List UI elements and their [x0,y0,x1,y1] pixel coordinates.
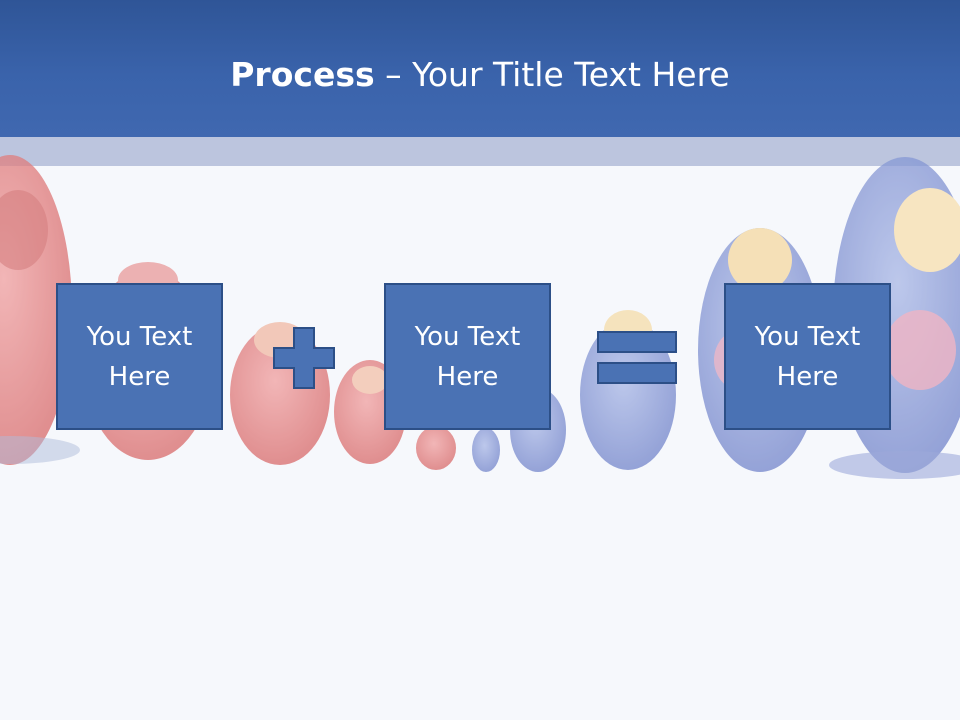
text-box-3-line2: Here [776,361,839,392]
title-bold: Process [230,55,375,94]
text-box-3-line1: You Text [754,321,861,352]
plus-icon [273,327,335,389]
text-box-1-line1: You Text [86,321,193,352]
text-box-2-line1: You Text [414,321,521,352]
slide-title: Process – Your Title Text Here [0,52,960,98]
title-bar: Process – Your Title Text Here [0,0,960,137]
text-box-1-line2: Here [108,361,171,392]
equals-icon [597,331,677,384]
title-rest: – Your Title Text Here [374,55,730,94]
header-band [0,137,960,166]
text-box-2-line2: Here [436,361,499,392]
